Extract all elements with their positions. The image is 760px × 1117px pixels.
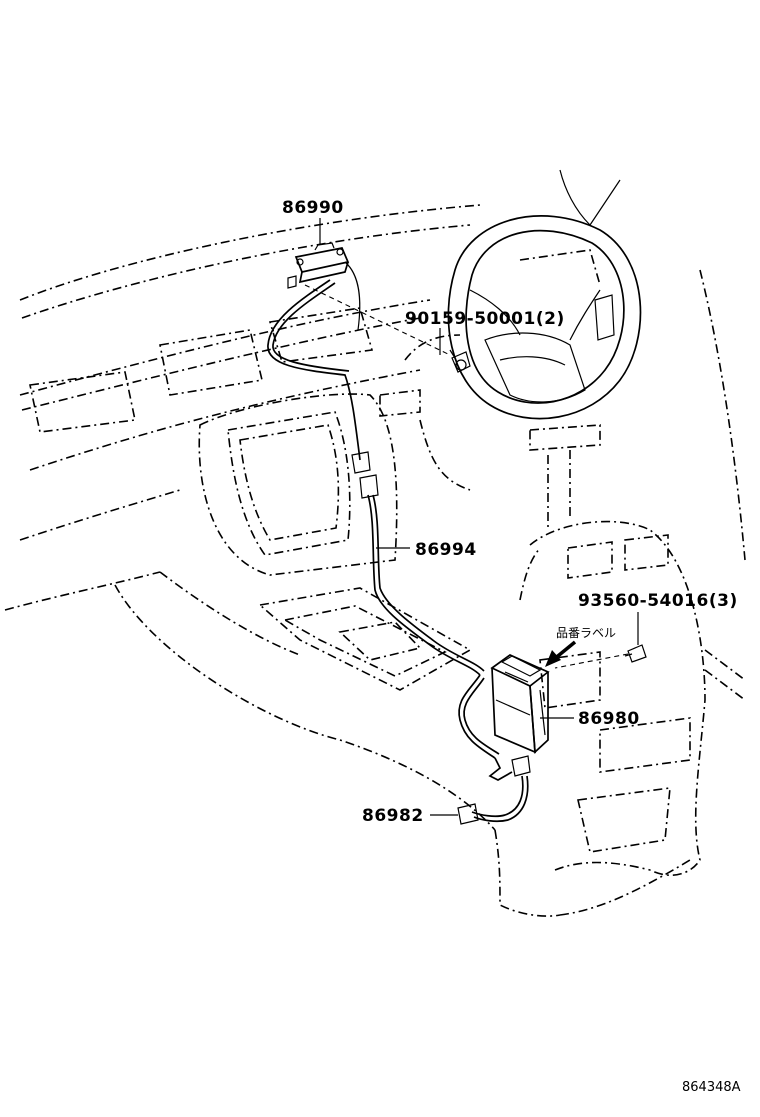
part-label-90159: 90159-50001(2): [405, 309, 565, 329]
part-label-93560: 93560-54016(3): [578, 591, 738, 611]
bolt-90159: [449, 349, 471, 373]
leader-lines: [304, 218, 639, 816]
antenna-amp-86990: [287, 242, 361, 331]
illustration-ref: 864348A: [682, 1080, 741, 1095]
part-label-86994: 86994: [415, 540, 477, 560]
nav-ecu-86980: [490, 640, 577, 754]
connector-86982: [457, 755, 531, 825]
screw-93560: [554, 644, 647, 669]
steering-wheel: [419, 169, 642, 491]
dashboard-outline: [4, 204, 746, 917]
part-label-86990: 86990: [282, 198, 344, 218]
part-number-label-note: 品番ラベル: [556, 626, 616, 640]
part-label-86982: 86982: [362, 806, 424, 826]
wire-harness-86994: [267, 279, 500, 759]
part-label-86980: 86980: [578, 709, 640, 729]
